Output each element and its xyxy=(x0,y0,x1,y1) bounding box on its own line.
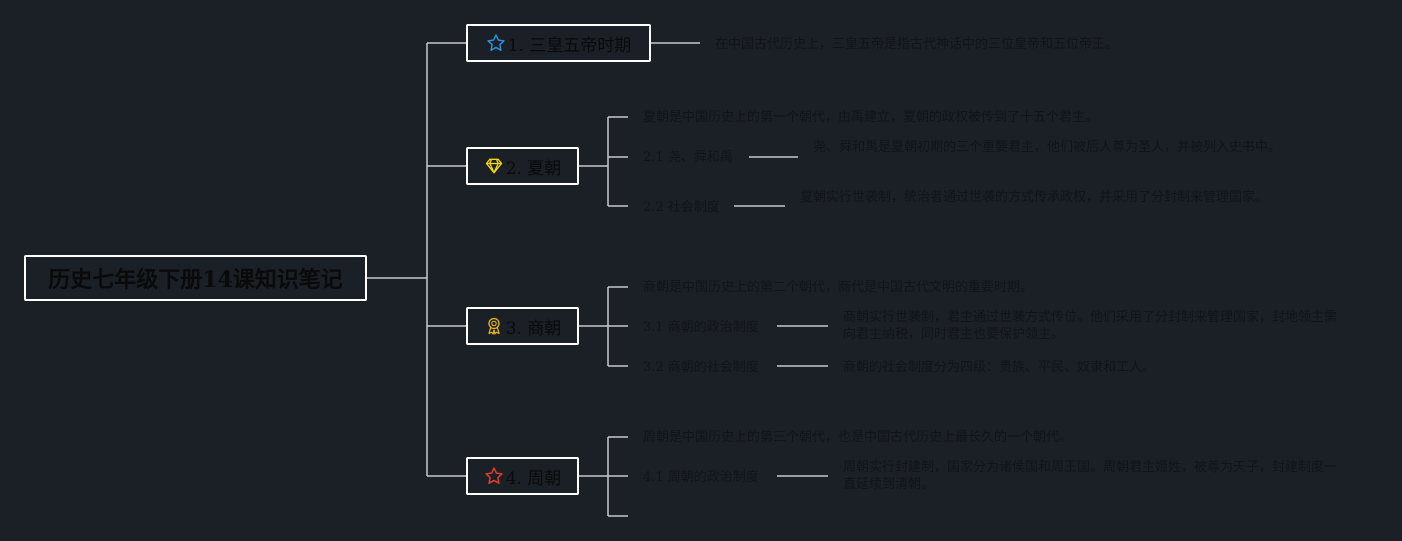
branch-topic-1-label: 1. 三皇五帝时期 xyxy=(507,35,632,56)
branch-3-sub-2-label: 3.2 商朝的社会制度 xyxy=(643,360,759,375)
branch-2-sub-1-note: 尧、舜和禹是夏朝初期的三个重要君主，他们被后人尊为圣人，并被列入史书中。 xyxy=(813,140,1282,155)
branch-2-intro: 夏朝是中国历史上的第一个朝代，由禹建立，夏朝的政权被传到了十五个君主。 xyxy=(643,110,1099,125)
branch-topic-3-label: 3. 商朝 xyxy=(505,318,562,339)
star-outline-icon xyxy=(486,33,506,53)
star-outline-icon xyxy=(484,466,504,486)
branch-topic-1[interactable]: 1. 三皇五帝时期 xyxy=(466,24,651,62)
root-topic-label: 历史七年级下册14课知识笔记 xyxy=(48,267,343,293)
branch-topic-2[interactable]: 2. 夏朝 xyxy=(466,147,579,185)
branch-4-sub-1-label: 4.1 周朝的政治制度 xyxy=(643,470,759,485)
branch-1-note: 在中国古代历史上，三皇五帝是指古代神话中的三位皇帝和五位帝王。 xyxy=(715,37,1119,52)
branch-3-sub-2-note: 商朝的社会制度分为四级：贵族、平民、奴隶和工人。 xyxy=(843,360,1156,375)
branch-topic-4-label: 4. 周朝 xyxy=(505,468,562,489)
branch-2-sub-2-label: 2.2 社会制度 xyxy=(643,200,720,215)
branch-topic-3[interactable]: 3. 商朝 xyxy=(466,307,579,345)
branch-3-intro: 商朝是中国历史上的第二个朝代，商代是中国古代文明的重要时期。 xyxy=(643,280,1034,295)
root-topic[interactable]: 历史七年级下册14课知识笔记 xyxy=(24,255,367,301)
branch-4-intro: 周朝是中国历史上的第三个朝代，也是中国古代历史上最长久的一个朝代。 xyxy=(643,430,1073,445)
branch-2-sub-1-label: 2.1 尧、舜和禹 xyxy=(643,150,733,165)
branch-3-sub-1-label: 3.1 商朝的政治制度 xyxy=(643,320,759,335)
branch-4-sub-1-note: 周朝实行封建制，国家分为诸侯国和周王国。周朝君主姬姓，被尊为天子，封建制度一直延… xyxy=(843,460,1338,492)
medal-icon xyxy=(484,316,504,336)
branch-2-sub-2-note: 夏朝实行世袭制，统治者通过世袭的方式传承政权，并采用了分封制来管理国家。 xyxy=(800,190,1269,205)
branch-topic-4[interactable]: 4. 周朝 xyxy=(466,457,579,495)
branch-3-sub-1-note: 商朝实行世袭制，君主通过世袭方式传位。他们采用了分封制来管理国家，封地领主需向君… xyxy=(843,310,1338,342)
diamond-icon xyxy=(484,156,504,176)
branch-topic-2-label: 2. 夏朝 xyxy=(505,158,562,179)
